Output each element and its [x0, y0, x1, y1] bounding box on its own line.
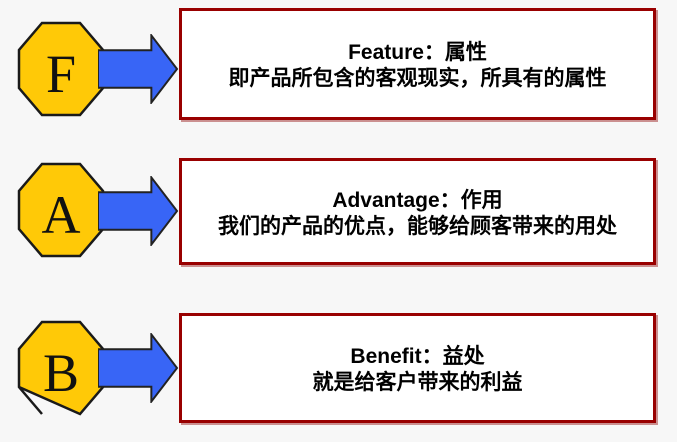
advantage-arrow-icon — [98, 176, 179, 246]
advantage-letter: A — [41, 185, 81, 245]
benefit-box: Benefit：益处 就是给客户带来的利益 — [179, 313, 656, 423]
octagon-shape-icon — [17, 320, 105, 416]
advantage-description: 我们的产品的优点，能够给顾客带来的用处 — [218, 214, 617, 238]
octagon-shape-icon — [17, 162, 105, 258]
benefit-description: 就是给客户带来的利益 — [312, 371, 523, 394]
feature-arrow-icon — [98, 34, 179, 104]
feature-letter: F — [45, 44, 77, 104]
advantage-heading: Advantage：作用 — [332, 188, 503, 212]
feature-heading: Feature：属性 — [348, 41, 487, 64]
feature-box: Feature：属性 即产品所包含的客观现实，所具有的属性 — [179, 8, 656, 120]
advantage-octagon: A — [17, 162, 105, 258]
benefit-letter: B — [42, 343, 80, 403]
benefit-heading: Benefit：益处 — [350, 345, 485, 368]
feature-description: 即产品所包含的客观现实，所具有的属性 — [228, 67, 607, 90]
benefit-octagon: B — [17, 320, 105, 416]
octagon-shape-icon — [17, 21, 105, 117]
advantage-box: Advantage：作用 我们的产品的优点，能够给顾客带来的用处 — [179, 158, 656, 265]
benefit-arrow-icon — [98, 333, 179, 403]
feature-octagon: F — [17, 21, 105, 117]
